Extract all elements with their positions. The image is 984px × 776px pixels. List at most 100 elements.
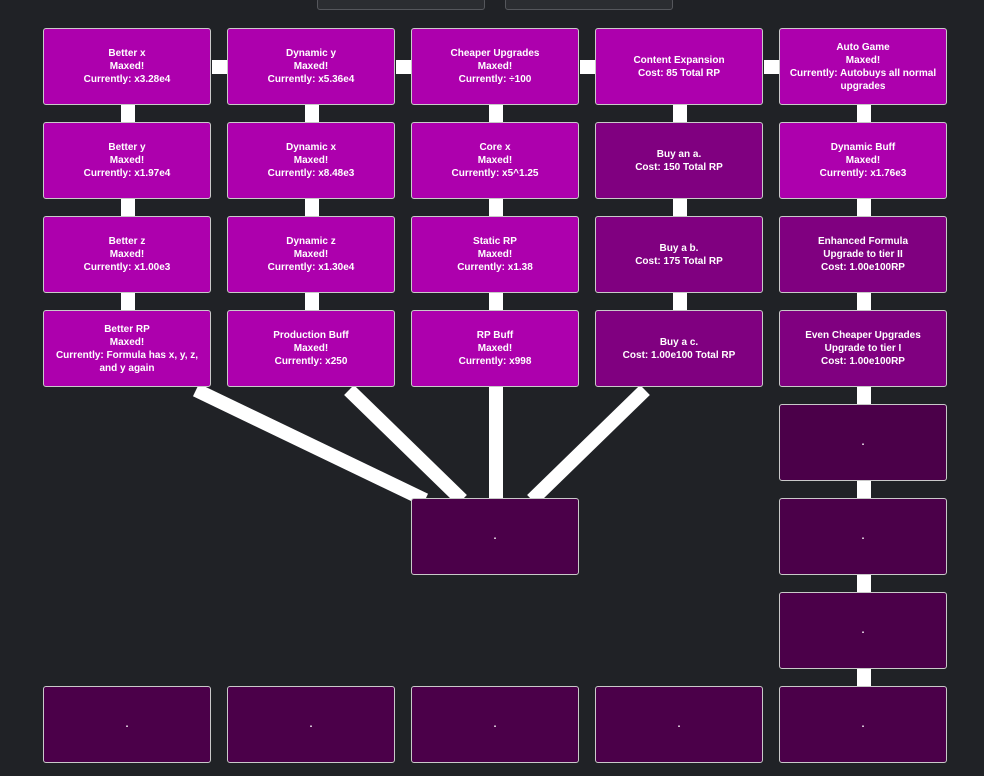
upgrade-title: Content Expansion xyxy=(633,54,725,66)
upgrade-locked[interactable]: . xyxy=(411,498,579,575)
upgrade-title: Buy a c. xyxy=(659,336,699,348)
connector-v xyxy=(489,199,503,216)
upgrade-title: Production Buff xyxy=(273,330,349,341)
upgrade-locked[interactable]: . xyxy=(227,686,395,763)
upgrade-detail: Currently: x8.48e3 xyxy=(267,168,355,179)
upgrade-detail: Currently: x1.97e4 xyxy=(83,168,171,179)
upgrade-better-z[interactable]: Better z Maxed! Currently: x1.00e3 xyxy=(43,216,211,293)
connector-v xyxy=(673,293,687,310)
top-tab-button-1[interactable] xyxy=(317,0,485,10)
upgrade-locked[interactable]: . xyxy=(779,498,947,575)
upgrade-buy-b[interactable]: Buy a b. Cost: 175 Total RP xyxy=(595,216,763,293)
upgrade-detail: Currently: ÷100 xyxy=(458,74,532,85)
connector-v xyxy=(121,293,135,310)
upgrade-title: Cheaper Upgrades xyxy=(450,48,540,59)
locked-label: . xyxy=(309,719,313,730)
upgrade-buy-c[interactable]: Buy a c. Cost: 1.00e100 Total RP xyxy=(595,310,763,387)
upgrade-title: Dynamic z xyxy=(286,236,336,247)
upgrade-title: Better x xyxy=(108,48,146,59)
upgrade-dynamic-y[interactable]: Dynamic y Maxed! Currently: x5.36e4 xyxy=(227,28,395,105)
connector-v xyxy=(305,105,319,122)
upgrade-status: Upgrade to tier II xyxy=(823,249,903,260)
upgrade-detail: Currently: x1.30e4 xyxy=(267,262,355,273)
upgrade-locked[interactable]: . xyxy=(779,404,947,481)
upgrade-buy-a[interactable]: Buy an a. Cost: 150 Total RP xyxy=(595,122,763,199)
upgrade-title: Better z xyxy=(108,236,146,247)
upgrade-detail: Cost: 1.00e100RP xyxy=(821,262,905,273)
upgrade-even-cheaper-upgrades[interactable]: Even Cheaper Upgrades Upgrade to tier I … xyxy=(779,310,947,387)
upgrade-status: Maxed! xyxy=(293,249,329,260)
connector-v xyxy=(857,293,871,310)
upgrade-title: Static RP xyxy=(473,236,517,247)
upgrade-auto-game[interactable]: Auto Game Maxed! Currently: Autobuys all… xyxy=(779,28,947,105)
upgrade-dynamic-z[interactable]: Dynamic z Maxed! Currently: x1.30e4 xyxy=(227,216,395,293)
connector-h3 xyxy=(580,60,596,74)
upgrade-status: Maxed! xyxy=(477,343,513,354)
connector-v xyxy=(121,105,135,122)
connector-v xyxy=(305,199,319,216)
locked-label: . xyxy=(493,531,497,542)
upgrade-status: Upgrade to tier I xyxy=(824,343,902,354)
upgrade-status: Maxed! xyxy=(293,61,329,72)
upgrade-detail: Currently: x5.36e4 xyxy=(267,74,355,85)
upgrade-cheaper-upgrades[interactable]: Cheaper Upgrades Maxed! Currently: ÷100 xyxy=(411,28,579,105)
upgrade-locked[interactable]: . xyxy=(779,686,947,763)
upgrade-title: Buy a b. xyxy=(659,242,699,254)
upgrade-locked[interactable]: . xyxy=(411,686,579,763)
connector-v xyxy=(857,105,871,122)
connector-h1 xyxy=(212,60,228,74)
locked-label: . xyxy=(861,625,865,636)
upgrade-content-expansion[interactable]: Content Expansion Cost: 85 Total RP xyxy=(595,28,763,105)
upgrade-status: Maxed! xyxy=(477,155,513,166)
upgrade-detail: Currently: x250 xyxy=(274,356,348,367)
locked-label: . xyxy=(125,719,129,730)
connector-center xyxy=(489,387,503,498)
upgrade-status: Maxed! xyxy=(845,54,881,66)
upgrade-detail: Currently: x1.00e3 xyxy=(83,262,171,273)
upgrade-title: Better RP xyxy=(104,323,150,335)
upgrade-title: Better y xyxy=(108,142,146,153)
upgrade-static-rp[interactable]: Static RP Maxed! Currently: x1.38 xyxy=(411,216,579,293)
upgrade-status: Maxed! xyxy=(293,155,329,166)
upgrade-rp-buff[interactable]: RP Buff Maxed! Currently: x998 xyxy=(411,310,579,387)
upgrade-dynamic-buff[interactable]: Dynamic Buff Maxed! Currently: x1.76e3 xyxy=(779,122,947,199)
top-tab-button-2[interactable] xyxy=(505,0,673,10)
upgrade-detail: Currently: x1.38 xyxy=(457,262,533,273)
upgrade-locked[interactable]: . xyxy=(779,592,947,669)
connector-v xyxy=(857,387,871,404)
upgrade-title: Dynamic y xyxy=(285,48,337,59)
locked-label: . xyxy=(861,437,865,448)
upgrade-title: Even Cheaper Upgrades xyxy=(805,330,921,341)
connector-v xyxy=(489,293,503,310)
connector-diag-2 xyxy=(344,384,467,506)
upgrade-better-x[interactable]: Better x Maxed! Currently: x3.28e4 xyxy=(43,28,211,105)
upgrade-production-buff[interactable]: Production Buff Maxed! Currently: x250 xyxy=(227,310,395,387)
upgrade-title: Buy an a. xyxy=(656,148,702,160)
upgrade-enhanced-formula[interactable]: Enhanced Formula Upgrade to tier II Cost… xyxy=(779,216,947,293)
upgrade-status: Maxed! xyxy=(477,249,513,260)
upgrade-locked[interactable]: . xyxy=(43,686,211,763)
upgrade-detail: Currently: x998 xyxy=(458,356,532,367)
upgrade-better-y[interactable]: Better y Maxed! Currently: x1.97e4 xyxy=(43,122,211,199)
locked-label: . xyxy=(677,719,681,730)
upgrade-dynamic-x[interactable]: Dynamic x Maxed! Currently: x8.48e3 xyxy=(227,122,395,199)
upgrade-detail: Cost: 1.00e100 Total RP xyxy=(622,349,736,361)
locked-label: . xyxy=(493,719,497,730)
upgrade-title: Dynamic x xyxy=(285,142,337,153)
upgrade-detail: Cost: 1.00e100RP xyxy=(821,356,905,367)
upgrade-detail: Cost: 85 Total RP xyxy=(637,67,721,79)
connector-diag-3 xyxy=(527,384,650,506)
upgrade-title: Enhanced Formula xyxy=(817,236,908,247)
upgrade-status: Maxed! xyxy=(293,343,329,354)
connector-v xyxy=(857,481,871,498)
upgrade-locked[interactable]: . xyxy=(595,686,763,763)
upgrade-better-rp[interactable]: Better RP Maxed! Currently: Formula has … xyxy=(43,310,211,387)
locked-label: . xyxy=(861,531,865,542)
upgrade-detail: Cost: 175 Total RP xyxy=(635,255,723,267)
upgrade-status: Maxed! xyxy=(109,61,145,72)
upgrade-core-x[interactable]: Core x Maxed! Currently: x5^1.25 xyxy=(411,122,579,199)
upgrade-title: Auto Game xyxy=(836,41,890,53)
connector-v xyxy=(857,575,871,592)
upgrade-status: Maxed! xyxy=(477,61,513,72)
upgrade-detail: Cost: 150 Total RP xyxy=(635,161,723,173)
